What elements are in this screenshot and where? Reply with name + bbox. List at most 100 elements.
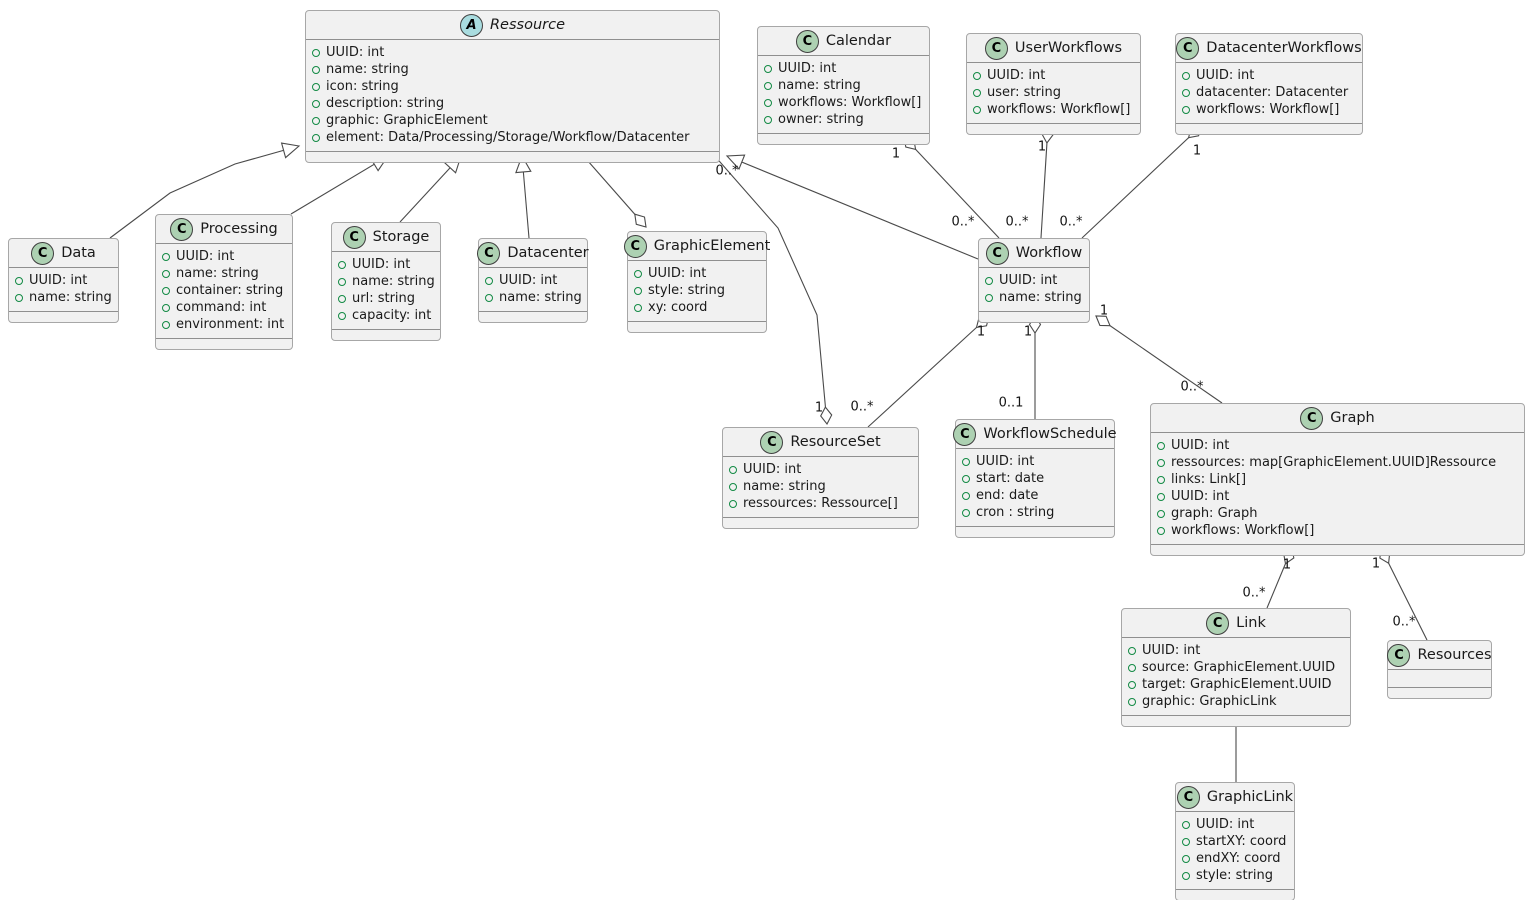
class-attribute: endXY: coord [1182,850,1287,867]
class-name: Resources [1417,647,1492,663]
class-icon: C [1300,406,1324,430]
field-visibility-icon [338,294,346,303]
attribute-text: UUID: int [176,249,235,264]
class-icon: C [170,217,194,241]
abstract-class-icon: A [459,13,483,37]
attribute-text: end: date [976,488,1039,503]
class-attribute: graphic: GraphicElement [312,112,712,129]
edge-data-to-ressource [109,145,300,239]
class-title-bar: C Workflow [979,239,1089,267]
edge-processing-to-ressource [290,155,389,215]
field-visibility-icon [338,311,346,320]
class-name: Processing [200,221,278,237]
class-attribute: links: Link[] [1157,471,1517,488]
class-name: DatacenterWorkflows [1206,40,1362,56]
class-attribute: workflows: Workflow[] [1157,522,1517,539]
attribute-text: UUID: int [976,454,1035,469]
attribute-text: workflows: Workflow[] [778,95,922,110]
field-visibility-icon [973,88,981,97]
class-icon: C [984,36,1008,60]
class-attribute: UUID: int [962,453,1107,470]
class-methods-compartment [628,322,766,332]
generalization-arrow-icon [280,142,301,159]
field-visibility-icon [312,99,320,108]
class-attribute: target: GraphicElement.UUID [1128,676,1343,693]
field-visibility-icon [729,482,737,491]
field-visibility-icon [1182,854,1190,863]
attribute-text: name: string [743,479,826,494]
class-attribute: UUID: int [1182,816,1287,833]
field-visibility-icon [1128,680,1136,689]
aggregation-diamond-icon [1095,315,1111,327]
class-attribute: name: string [312,61,712,78]
field-visibility-icon [1182,105,1190,114]
attribute-text: source: GraphicElement.UUID [1142,660,1336,675]
class-attribute: style: string [634,282,759,299]
class-icon: C [1176,36,1200,60]
class-methods-compartment [332,330,440,340]
attribute-text: workflows: Workflow[] [987,102,1131,117]
class-name: WorkflowSchedule [983,426,1117,442]
field-visibility-icon [312,116,320,125]
attribute-text: UUID: int [1142,643,1201,658]
attribute-text: UUID: int [1196,68,1255,83]
field-visibility-icon [312,48,320,57]
field-visibility-icon [1182,88,1190,97]
class-icon: C [1206,611,1230,635]
class-name: Graph [1330,410,1375,426]
attribute-text: cron : string [976,505,1055,520]
class-icon: C [31,241,55,265]
attribute-text: owner: string [778,112,864,127]
class-attribute: UUID: int [15,272,111,289]
class-attribute: UUID: int [634,265,759,282]
attribute-text: graphic: GraphicElement [326,113,488,128]
class-name: Workflow [1015,245,1083,261]
class-attribute: source: GraphicElement.UUID [1128,659,1343,676]
class-attribute: owner: string [764,111,922,128]
class-icon: C [985,241,1009,265]
attribute-text: capacity: int [352,308,432,323]
generalization-arrow-icon [725,154,746,171]
attribute-text: UUID: int [778,61,837,76]
edge-workflow-to-datacenterworkflows [1081,125,1202,239]
field-visibility-icon [1182,837,1190,846]
class-name: Data [61,245,96,261]
class-attribute: name: string [15,289,112,306]
attribute-text: UUID: int [326,45,385,60]
class-methods-compartment [156,339,292,349]
field-visibility-icon [338,277,346,286]
field-visibility-icon [162,320,170,329]
attribute-text: style: string [1196,868,1274,883]
attribute-text: UUID: int [352,257,411,272]
class-attribute: ressources: Ressource[] [729,495,911,512]
